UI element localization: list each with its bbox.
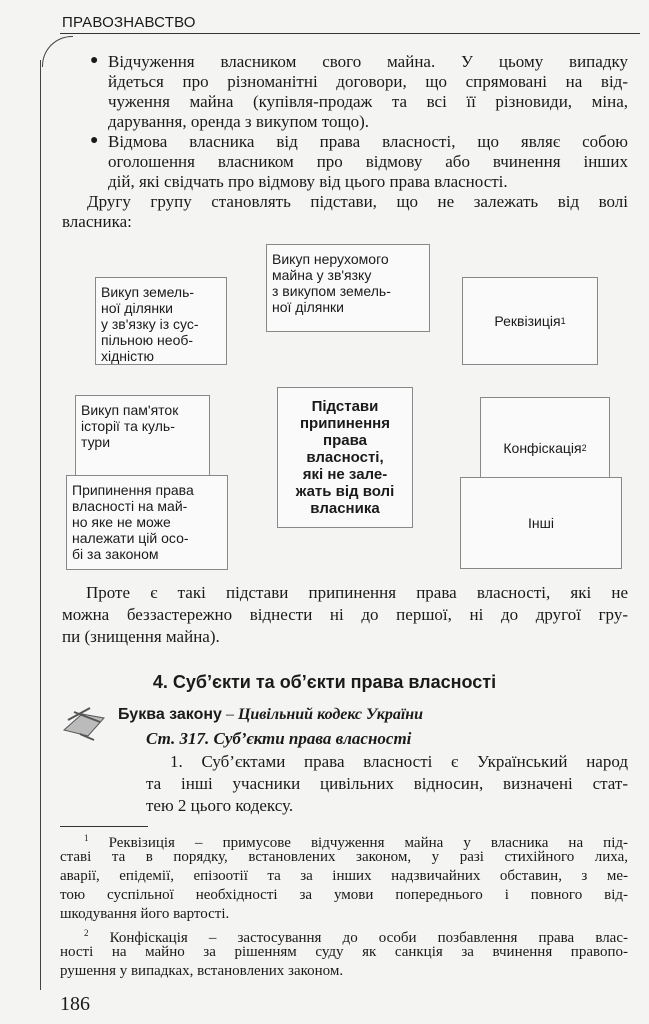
footnote-line: 2 Конфіскація – застосування до особи по… xyxy=(84,928,628,946)
diagram-center-box: Підстави припинення права власності, які… xyxy=(277,387,413,528)
diagram-box-realty: Викуп нерухомого майна у зв'язку з викуп… xyxy=(266,244,430,332)
footnote-line: шкодування його вартості. xyxy=(60,906,230,922)
running-header: ПРАВОЗНАВСТВО xyxy=(62,14,196,31)
text-line: власника: xyxy=(62,212,132,231)
text-line: пи (знищення майна). xyxy=(62,627,220,646)
text-line: йдеться про різноманітні договори, що сп… xyxy=(108,72,628,91)
footnote-line: 1 Реквізиція – примусове відчуження майн… xyxy=(84,833,628,851)
text-line: Проте є такі підстави припинення права в… xyxy=(86,583,628,602)
diagram-box-monuments: Викуп пам'яток історії та куль- тури xyxy=(75,395,210,485)
text-line: та інші учасники цивільних відносин, виз… xyxy=(146,774,628,793)
frame-corner xyxy=(42,36,73,67)
text-line: дій, які свідчать про відмову від цього … xyxy=(108,172,508,191)
bullet-icon: ● xyxy=(90,53,99,68)
text-line: можна беззастережно віднести ні до першо… xyxy=(62,605,628,624)
frame-border xyxy=(40,60,41,990)
text-line: оголошення власником про відмову або вчи… xyxy=(108,152,628,171)
header-rule xyxy=(60,33,640,34)
text-line: тею 2 цього кодексу. xyxy=(146,796,294,815)
text-line: Відчуження власником свого майна. У цьом… xyxy=(108,52,628,71)
section-heading: 4. Суб’єкти та об’єкти права власності xyxy=(152,672,497,692)
law-source-line: Буква закону – Цивільний кодекс України xyxy=(118,706,424,723)
text-line: чуження майна (купівля-продаж та всі її … xyxy=(108,92,628,111)
diagram-box-not-owned: Припинення права власності на май- но як… xyxy=(66,475,228,570)
page-number: 186 xyxy=(60,993,90,1015)
footnote-line: ності на майно за рішенням суду як санкц… xyxy=(60,944,628,960)
text-line: дарування, оренда з викупом тощо). xyxy=(108,112,370,131)
text-line: 1. Суб’єктами права власності є Українсь… xyxy=(170,752,628,771)
diagram-box-other: Інші xyxy=(460,477,622,569)
footnote-line: ставі та в порядку, встановлених законом… xyxy=(60,849,628,865)
footnote-line: рушення у випадках, встановлених законом… xyxy=(60,963,344,979)
text-line: Другу групу становлять підстави, що не з… xyxy=(87,192,628,211)
law-book-icon xyxy=(62,707,105,741)
bullet-icon: ● xyxy=(90,133,99,148)
diagram-box-land: Викуп земель- ної ділянки у зв'язку із с… xyxy=(95,277,227,365)
article-title: Ст. 317. Суб’єкти права власності xyxy=(146,729,412,748)
footnote-line: аварії, епідемії, епізоотії та за інших … xyxy=(60,868,628,884)
text-line: Відмова власника від права власності, що… xyxy=(108,132,628,151)
footnote-rule xyxy=(60,826,148,827)
footnote-line: тою суспільної необхідності за умови поп… xyxy=(60,887,628,903)
